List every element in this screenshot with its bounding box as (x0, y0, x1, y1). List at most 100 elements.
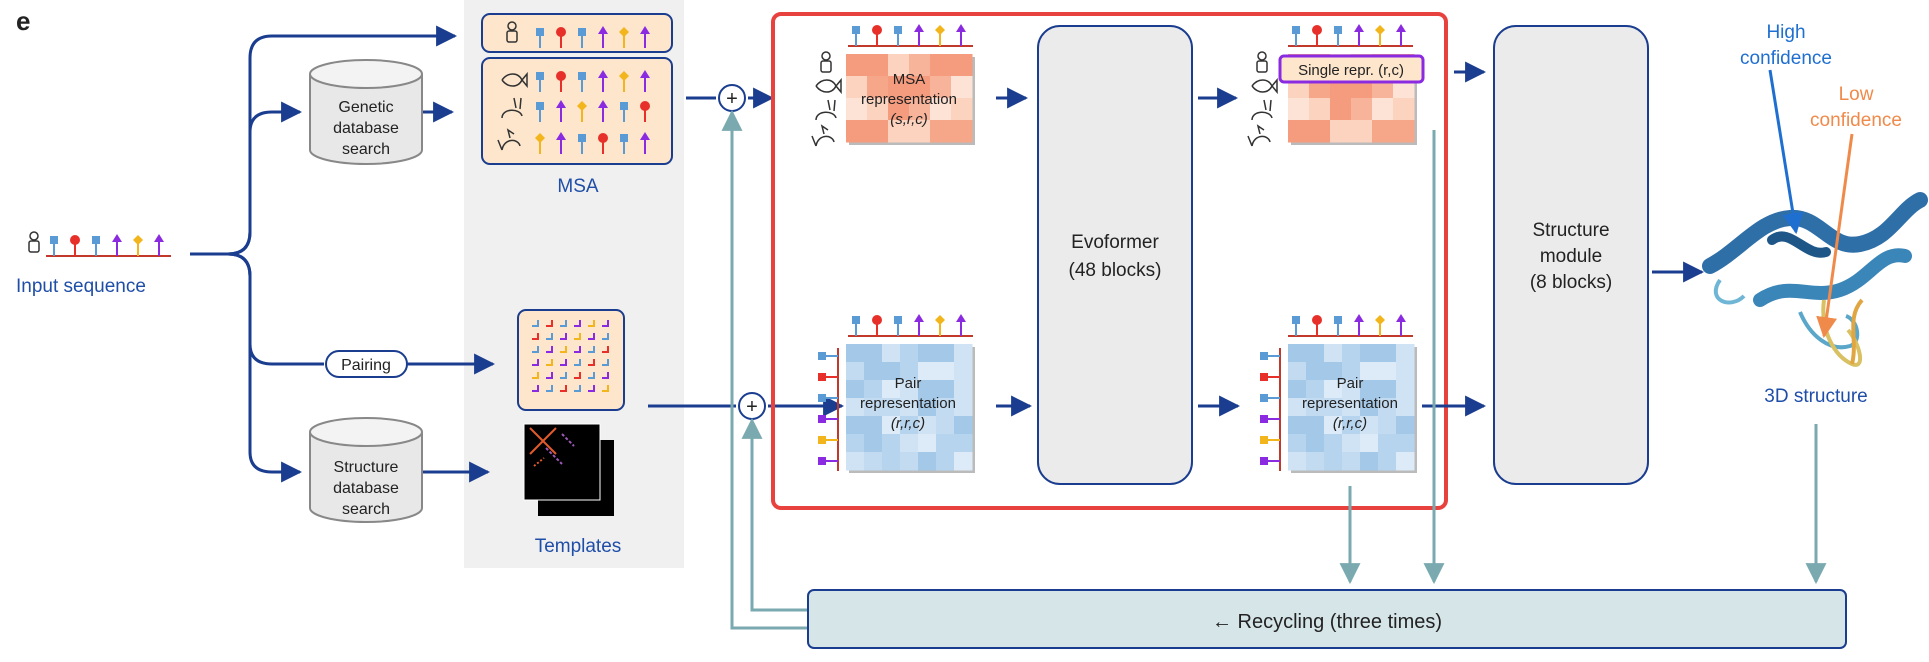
heatmap-cell (882, 344, 901, 363)
heatmap-cell (1324, 416, 1343, 435)
genetic-db-line1: Genetic (338, 99, 393, 116)
residue-glyph (818, 394, 838, 402)
heatmap-cell (900, 344, 919, 363)
residue-glyph (1334, 26, 1342, 46)
heatmap-cell (918, 398, 937, 417)
heatmap-cell (1324, 452, 1343, 471)
residue-glyph (620, 134, 628, 154)
pair-feature-grid (532, 320, 609, 392)
heatmap-cell (882, 434, 901, 453)
heatmap-cell (930, 76, 952, 99)
templates-stack (523, 423, 614, 516)
chicken-icon (1247, 124, 1271, 147)
heatmap-cell (900, 452, 919, 471)
evoformer-line1: Evoformer (1071, 232, 1159, 253)
pair-feature-grid-box (517, 309, 625, 411)
heatmap-cell (1396, 380, 1415, 399)
pair-grid-mark (602, 346, 609, 353)
pair-grid-mark (574, 385, 581, 392)
pair-grid-mark (546, 320, 553, 327)
residue-glyph (640, 70, 650, 92)
heatmap-cell (846, 120, 868, 143)
heatmap-cell (1360, 344, 1379, 363)
single-repr-label-box (1278, 54, 1425, 84)
genetic-db-line3: search (342, 141, 390, 158)
residue-glyph (1260, 436, 1280, 444)
heatmap-cell (909, 76, 931, 99)
heatmap-cell (1396, 452, 1415, 471)
pair-out-line2: representation (1302, 395, 1398, 412)
heatmap-cell (1342, 344, 1361, 363)
pair-grid-mark (546, 359, 553, 366)
heatmap-cell (1324, 362, 1343, 381)
heatmap-cell (930, 54, 952, 77)
heatmap-cell (900, 416, 919, 435)
heatmap-cell (1378, 434, 1397, 453)
heatmap-cell (1378, 452, 1397, 471)
heatmap-cell (882, 452, 901, 471)
svg-text:+: + (726, 88, 738, 110)
pair-grid-mark (546, 385, 553, 392)
pair-grid-mark (546, 372, 553, 379)
residue-glyph (578, 134, 586, 154)
residue-glyph (154, 234, 164, 256)
3d-structure-label: 3D structure (1764, 386, 1867, 407)
heatmap-cell (1324, 380, 1343, 399)
pair-out-line3: (r,r,c) (1333, 415, 1367, 432)
input-sequence-glyph (28, 231, 171, 257)
heatmap-cell (909, 120, 931, 143)
heatmap-cell (954, 344, 973, 363)
structure-module-block (1493, 25, 1649, 485)
heatmap-cell (882, 362, 901, 381)
residue-glyph (1260, 394, 1280, 402)
heatmap-cell (1378, 398, 1397, 417)
pair-representation-out-residues (1260, 314, 1413, 471)
heatmap-cell (1306, 362, 1325, 381)
residue-glyph (1312, 25, 1322, 46)
heatmap-cell (1393, 120, 1415, 143)
residue-glyph (1375, 25, 1385, 46)
heatmap-cell (951, 98, 973, 121)
heatmap-cell (1288, 344, 1307, 363)
heatmap-cell (1396, 362, 1415, 381)
pair-grid-mark (588, 333, 595, 340)
residue-glyph (556, 100, 566, 122)
pair-representation-in-residues (818, 314, 973, 471)
heatmap-cell (1378, 362, 1397, 381)
residue-glyph (818, 436, 838, 444)
residue-glyph (536, 72, 544, 92)
heatmap-cell (951, 54, 973, 77)
evoformer-trunk-frame (771, 12, 1448, 510)
heatmap-cell (1378, 380, 1397, 399)
heatmap-cell (954, 452, 973, 471)
heatmap-cell (1372, 120, 1394, 143)
residue-glyph (619, 71, 629, 92)
plus-node-msa: + (718, 84, 746, 112)
structure-module-line3: (8 blocks) (1530, 272, 1612, 293)
structure-db-line2: database (333, 480, 399, 497)
single-representation-organisms (1247, 51, 1278, 147)
residue-glyph (935, 315, 945, 336)
heatmap-cell (1372, 98, 1394, 121)
heatmap-cell (846, 98, 868, 121)
heatmap-cell (954, 416, 973, 435)
heatmap-cell (864, 452, 883, 471)
heatmap-cell (1306, 434, 1325, 453)
heatmap-cell (846, 344, 865, 363)
heatmap-cell (936, 362, 955, 381)
genetic-db-line2: database (333, 120, 399, 137)
pair-in-line2: representation (860, 395, 956, 412)
residue-glyph (92, 236, 100, 256)
pair-grid-mark (602, 320, 609, 327)
residue-glyph (818, 373, 838, 381)
heatmap-cell (864, 380, 883, 399)
residue-glyph (1334, 316, 1342, 336)
residue-glyph (556, 27, 566, 48)
pair-grid-mark (574, 346, 581, 353)
heatmap-cell (1330, 98, 1352, 121)
residue-glyph (598, 133, 608, 154)
structure-module-line1: Structure (1532, 220, 1609, 241)
heatmap-cell (1306, 380, 1325, 399)
heatmap-cell (867, 120, 889, 143)
heatmap-cell (954, 398, 973, 417)
